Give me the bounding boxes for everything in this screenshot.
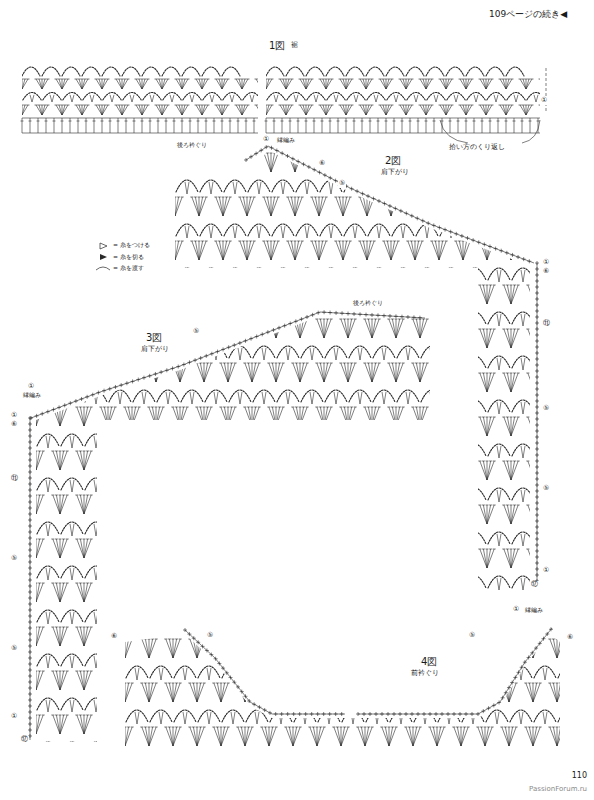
callout-number: ⑪ xyxy=(542,320,551,328)
chain-loops xyxy=(37,346,443,754)
page-note: 109ページの続き◀ xyxy=(488,10,568,20)
legend-text: = 糸を切る xyxy=(113,254,144,261)
chain-loops xyxy=(267,93,565,127)
stitch-posts xyxy=(15,79,275,128)
part-name: 縁編み xyxy=(276,137,296,144)
figure-subtitle: 裾 xyxy=(290,42,299,50)
page-number: 110 xyxy=(571,772,588,781)
single-crochet-row xyxy=(183,628,344,716)
stitch-posts xyxy=(116,639,589,768)
watermark: PassionForum.ru xyxy=(528,786,588,794)
callout-number: ⑤ xyxy=(10,645,18,653)
lace-block xyxy=(259,67,566,128)
single-crochet-row xyxy=(244,145,531,263)
part-name: 後ろ衿ぐり xyxy=(176,142,208,149)
repeat-bracket xyxy=(440,120,540,143)
chain-loops xyxy=(176,180,558,588)
single-crochet-row xyxy=(356,627,553,716)
figure-title: 4図 xyxy=(420,656,438,667)
callout-number: ⑤ xyxy=(542,405,550,413)
carry-yarn-symbol xyxy=(96,267,110,270)
figure-title: 3図 xyxy=(145,332,163,343)
legend-text: = 糸を渡す xyxy=(113,265,144,272)
note: 拾い方のくり返し xyxy=(448,144,506,152)
scallop-row xyxy=(266,67,524,76)
scallop-row xyxy=(22,67,240,76)
join-yarn-symbol xyxy=(100,243,107,249)
stitch-posts xyxy=(259,79,559,128)
repeat-line xyxy=(546,68,547,112)
edge-line xyxy=(358,628,552,714)
callout-number: ⑤ xyxy=(192,328,200,336)
callout-number: ⑥ xyxy=(110,633,118,641)
legend-symbols xyxy=(96,243,110,270)
callout-number: ① xyxy=(10,713,18,721)
cut-yarn-symbol xyxy=(100,254,107,260)
callout-number: ① xyxy=(512,606,520,614)
foundation-band xyxy=(265,118,541,133)
callout-number: ⑰ xyxy=(20,736,29,744)
part-name: 縁編み xyxy=(22,392,42,399)
figure-subtitle: 肩下がり xyxy=(140,346,170,354)
part-name: 縁編み xyxy=(524,607,544,614)
callout-number: ⑤ xyxy=(206,632,214,640)
stitch-posts xyxy=(27,319,452,756)
lace-block xyxy=(27,319,452,756)
foundation-band xyxy=(21,118,259,133)
callout-number: ⑥ xyxy=(566,634,574,642)
callout-number: ① xyxy=(542,567,550,575)
legend-text: = 糸をつける xyxy=(113,242,150,249)
callout-number: ① xyxy=(27,383,35,391)
callout-number: ① xyxy=(262,136,270,144)
callout-number: ⑥ xyxy=(318,160,326,168)
single-crochet-row xyxy=(28,416,32,738)
single-crochet-row xyxy=(29,310,422,420)
lace-block xyxy=(116,639,589,768)
callout-number: ⑤ xyxy=(338,180,346,188)
callout-number: ⑤ xyxy=(542,485,550,493)
part-name: 後ろ衿ぐり xyxy=(352,300,384,307)
callout-number: ⑰ xyxy=(530,581,539,589)
callout-number: ⑪ xyxy=(10,475,19,483)
callout-number: ① xyxy=(540,97,548,105)
callout-number: ⑤ xyxy=(468,632,476,640)
lace-block xyxy=(15,67,282,128)
figure-subtitle: 肩下がり xyxy=(380,169,410,177)
single-crochet-row xyxy=(535,261,539,589)
figure-title: 2図 xyxy=(384,155,402,166)
edge-line xyxy=(185,630,345,714)
figure-subtitle: 前衿ぐり xyxy=(410,670,440,678)
figure-title: 1図 xyxy=(268,40,286,51)
edge-line xyxy=(31,312,425,418)
callout-number: ⑥ xyxy=(542,268,550,276)
lace-block xyxy=(166,153,558,590)
callout-number: ① xyxy=(10,412,18,420)
callout-number: ⑤ xyxy=(10,555,18,563)
callout-number: ① xyxy=(542,259,550,267)
callout-number: ⑥ xyxy=(10,421,18,429)
